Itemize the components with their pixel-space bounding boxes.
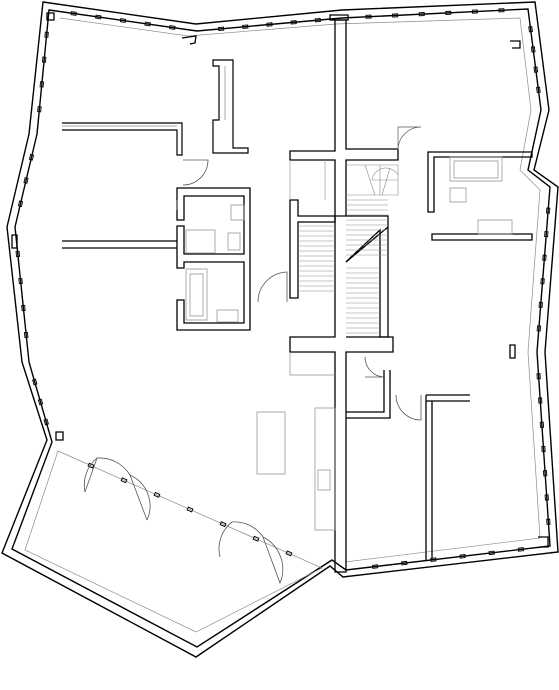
window-mullion	[401, 560, 408, 566]
window-mullion	[37, 106, 42, 113]
interior-thin-lines	[176, 160, 326, 210]
window-mullion	[536, 373, 541, 380]
left-partitions	[62, 59, 249, 249]
window-mullion	[528, 26, 533, 33]
stair-treads	[298, 199, 388, 334]
terrace-edge	[24, 17, 541, 633]
window-mullion	[542, 470, 548, 477]
window-mullion	[540, 278, 545, 285]
bathroom-block-walls	[176, 187, 251, 331]
window-mullion	[430, 557, 437, 562]
window-mullion	[314, 17, 321, 23]
window-mullion	[471, 9, 478, 14]
window-mullion	[459, 554, 466, 559]
window-mullion	[533, 66, 539, 73]
window-mullion	[23, 177, 29, 184]
window-mullion	[119, 18, 127, 23]
window-mullion	[219, 521, 227, 528]
window-mullion	[544, 494, 549, 501]
window-mullion	[545, 207, 551, 214]
left-thin-lines	[62, 66, 226, 127]
window-mullion	[87, 462, 95, 469]
window-mullion	[37, 398, 44, 406]
right-bathroom-fixtures	[449, 156, 513, 235]
window-mullion	[546, 518, 551, 525]
door-swings	[83, 126, 422, 585]
window-mullion	[28, 153, 35, 161]
window-mullion	[153, 491, 161, 498]
window-mullion	[285, 550, 293, 557]
window-mullion	[39, 81, 45, 88]
window-mullion	[371, 564, 379, 569]
right-lower-partition	[346, 370, 470, 560]
window-mullion	[488, 550, 495, 556]
window-mullion	[70, 11, 77, 16]
window-mullion	[365, 14, 372, 19]
window-mullion	[21, 304, 26, 312]
window-mullion	[290, 20, 297, 25]
window-mullion	[32, 378, 38, 386]
window-mullion	[536, 86, 541, 93]
window-mullion	[536, 325, 542, 332]
window-mullion	[95, 14, 102, 20]
window-mullion	[252, 535, 260, 542]
window-mullion	[530, 46, 536, 53]
corner-columns	[11, 12, 549, 548]
spiral-stair	[346, 164, 399, 196]
right-bathroom-walls	[427, 151, 533, 241]
window-mullion	[169, 25, 176, 30]
window-mullion	[18, 277, 23, 285]
window-mullion	[218, 26, 225, 32]
window-mullion	[41, 56, 47, 63]
window-mullion	[392, 13, 399, 18]
window-mullion	[15, 250, 21, 258]
window-mullion	[498, 8, 505, 13]
window-mullion	[44, 31, 49, 38]
exterior-wall	[1, 1, 559, 658]
window-mullion	[17, 200, 24, 208]
window-mullion	[445, 10, 452, 15]
window-mullion	[120, 477, 128, 484]
bathroom-fixtures	[185, 204, 245, 323]
stair-core	[289, 199, 389, 338]
window-mullion	[23, 331, 29, 339]
window-mullion	[43, 418, 49, 426]
window-mullion	[538, 301, 543, 308]
window-mullion	[186, 506, 194, 513]
kitchen-furniture	[256, 352, 336, 531]
window-mullion	[266, 22, 273, 27]
window-mullion	[538, 397, 543, 404]
central-spine-wall	[289, 19, 399, 573]
window-mullions	[15, 8, 551, 569]
window-mullion	[517, 547, 525, 552]
window-mullion	[539, 421, 545, 428]
window-mullion	[541, 445, 546, 453]
window-mullion	[418, 12, 425, 17]
window-mullion	[144, 21, 151, 27]
window-mullion	[242, 24, 249, 29]
window-mullion	[544, 231, 549, 238]
window-mullion	[542, 254, 547, 261]
